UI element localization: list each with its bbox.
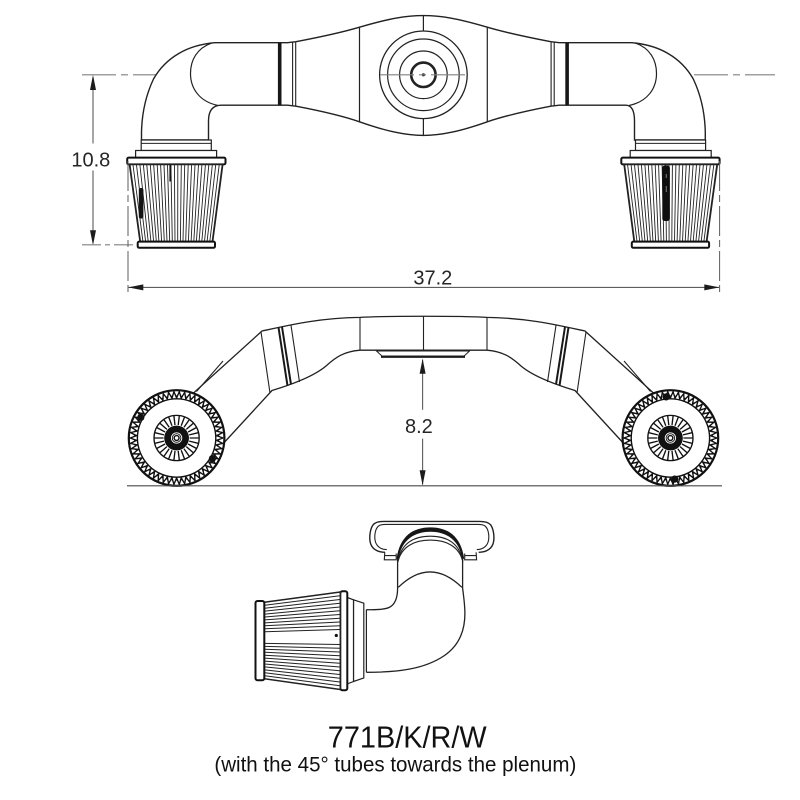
svg-text:10.8: 10.8 — [71, 150, 110, 172]
svg-text:(with the 45° tubes towards th: (with the 45° tubes towards the plenum) — [214, 753, 576, 776]
svg-text:8.2: 8.2 — [405, 416, 433, 438]
svg-text:771B/K/R/W: 771B/K/R/W — [328, 719, 488, 754]
svg-text:37.2: 37.2 — [413, 267, 452, 289]
